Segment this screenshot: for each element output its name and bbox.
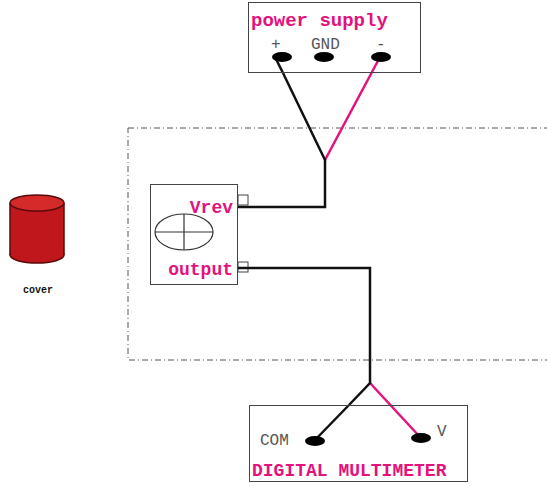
sensor-box: Vrev output [150, 184, 238, 285]
wire [238, 268, 370, 405]
cover-cylinder [10, 195, 64, 263]
terminal-dots [272, 52, 431, 446]
part-name: cover [23, 285, 53, 297]
node-text: power supply [251, 11, 388, 32]
node-text: output [168, 260, 233, 280]
pin-name: + [271, 37, 281, 53]
wires [275, 57, 420, 440]
node-text: Vrev [190, 198, 233, 218]
wire [238, 73, 325, 207]
enclosure-outline [128, 128, 547, 360]
pin-name: V [437, 424, 447, 440]
node-text: DIGITAL MULTIMETER [252, 461, 446, 481]
pin-name: - [376, 37, 386, 53]
pin-name: GND [311, 37, 340, 53]
sensor-symbol [155, 214, 213, 250]
pin-name: COM [260, 433, 289, 449]
